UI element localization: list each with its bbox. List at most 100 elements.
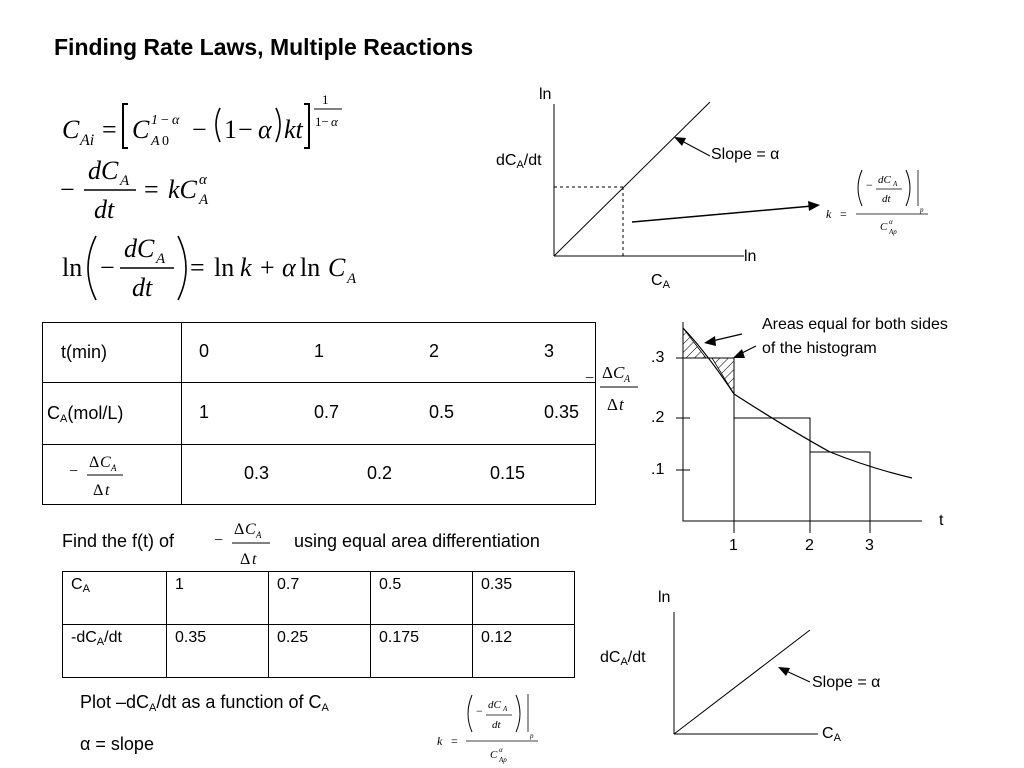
t2-rate-value: 0.175 xyxy=(370,624,473,678)
svg-text:A: A xyxy=(255,530,262,540)
plot-instruction: Plot –dCA/dt as a function of CA xyxy=(80,692,329,714)
find-text-suffix: using equal area differentiation xyxy=(294,531,540,551)
svg-text:=: = xyxy=(102,115,117,144)
svg-text:ln: ln xyxy=(214,253,234,282)
svg-text:Δ: Δ xyxy=(607,395,618,414)
svg-text:ln: ln xyxy=(62,253,82,282)
svg-text:t: t xyxy=(619,395,625,414)
svg-text:A: A xyxy=(892,180,898,188)
svg-text:α: α xyxy=(172,113,180,128)
svg-text:ln: ln xyxy=(300,253,320,282)
svg-text:kt: kt xyxy=(284,115,304,144)
plot2-y-label-top: ln xyxy=(658,589,671,606)
t1-ca-values: 1 0.7 0.5 0.35 xyxy=(181,382,596,445)
svg-text:−: − xyxy=(214,532,223,549)
plot2-line xyxy=(673,629,811,735)
hist-x-tick: 1 xyxy=(729,537,738,554)
svg-text:1−: 1− xyxy=(315,114,329,129)
t2-ca-value: 0.7 xyxy=(268,571,371,625)
svg-text:t: t xyxy=(105,482,110,499)
svg-text:k: k xyxy=(437,734,443,748)
plot1-slope-label: Slope = α xyxy=(711,146,780,163)
svg-text:1: 1 xyxy=(322,92,329,107)
svg-text:−: − xyxy=(60,175,75,204)
svg-text:dt: dt xyxy=(94,195,115,224)
svg-text:t: t xyxy=(252,551,257,568)
svg-text:C: C xyxy=(490,749,498,761)
svg-text:kC: kC xyxy=(168,175,198,204)
svg-text:A: A xyxy=(198,192,209,208)
svg-text:−: − xyxy=(192,115,207,144)
svg-text:C: C xyxy=(613,363,625,382)
svg-text:k: k xyxy=(826,207,832,221)
hist-bar-3 xyxy=(809,451,871,522)
plot1-y-label-top: ln xyxy=(539,86,552,103)
equation-2: − dC A dt = kC α A xyxy=(60,156,209,224)
data-table-1: t(min) 0 1 2 3 CA(mol/L) 1 0.7 0.5 0.35 … xyxy=(42,322,596,505)
plot1-x-label-right: ln xyxy=(744,248,757,265)
arrow-to-formula xyxy=(631,205,813,223)
svg-text:Δ: Δ xyxy=(602,363,613,382)
svg-text:−: − xyxy=(476,704,483,718)
svg-text:A: A xyxy=(119,173,130,189)
plot1-y-label: dCA/dt xyxy=(496,152,542,171)
t1-rate-values: 0.3 0.2 0.15 xyxy=(181,444,596,505)
svg-text:Δ: Δ xyxy=(89,454,99,471)
svg-text:dC: dC xyxy=(488,699,502,711)
svg-text:A: A xyxy=(623,374,631,385)
svg-text:dC: dC xyxy=(124,234,155,263)
svg-text:α: α xyxy=(499,746,503,754)
svg-text:=: = xyxy=(190,253,205,282)
svg-text:C: C xyxy=(880,221,888,233)
svg-text:=: = xyxy=(451,734,458,748)
plot1-slope-arrow xyxy=(674,137,686,146)
t2-rate-value: 0.12 xyxy=(472,624,575,678)
svg-text:dt: dt xyxy=(882,193,892,205)
t2-header-rate: -dCA/dt xyxy=(62,624,167,678)
hist-annotation-1: Areas equal for both sides xyxy=(762,316,948,333)
t2-header-ca: CA xyxy=(62,571,167,625)
svg-text:k: k xyxy=(240,253,252,282)
hist-y-tick: .1 xyxy=(651,461,665,478)
plot1-line xyxy=(553,101,711,257)
svg-text:A: A xyxy=(110,463,117,473)
equation-3: ln − dC A dt = ln k + α ln C A xyxy=(62,234,357,302)
svg-text:=: = xyxy=(840,207,847,221)
svg-text:Δ: Δ xyxy=(93,482,103,499)
hist-x-tick: 2 xyxy=(805,537,814,554)
svg-text:Ai: Ai xyxy=(79,132,94,149)
svg-text:−: − xyxy=(100,253,115,282)
svg-text:Δ: Δ xyxy=(240,551,250,568)
svg-text:α: α xyxy=(282,253,297,282)
svg-text:A: A xyxy=(502,705,508,713)
plot1-x-label: CA xyxy=(651,272,670,291)
svg-text:C: C xyxy=(100,454,111,471)
svg-text:−: − xyxy=(866,178,873,192)
svg-text:dC: dC xyxy=(878,174,892,186)
svg-text:1: 1 xyxy=(151,113,158,128)
rate-constant-formula-top: k = − dC A dt p C α Ap xyxy=(826,169,928,236)
svg-text:dt: dt xyxy=(492,719,502,731)
plot2-slope-label: Slope = α xyxy=(812,674,881,691)
svg-text:dt: dt xyxy=(132,273,153,302)
svg-text:α: α xyxy=(258,115,273,144)
hist-y-tick: .3 xyxy=(651,349,665,366)
svg-text:−: − xyxy=(69,463,78,480)
svg-text:A: A xyxy=(155,251,166,267)
svg-text:=: = xyxy=(144,175,159,204)
svg-text:α: α xyxy=(331,114,339,129)
svg-text:+: + xyxy=(260,253,275,282)
plot2-x-label: CA xyxy=(822,725,841,744)
plot2-slope-arrow xyxy=(778,667,790,676)
t2-ca-value: 0.5 xyxy=(370,571,473,625)
svg-text:Ap: Ap xyxy=(888,228,897,236)
find-text-prefix: Find the f(t) of xyxy=(62,531,175,551)
t2-ca-value: 1 xyxy=(166,571,269,625)
data-table-2: CA 1 0.7 0.5 0.35 -dCA/dt 0.35 0.25 0.17… xyxy=(62,571,575,678)
hist-x-label: t xyxy=(939,512,944,529)
